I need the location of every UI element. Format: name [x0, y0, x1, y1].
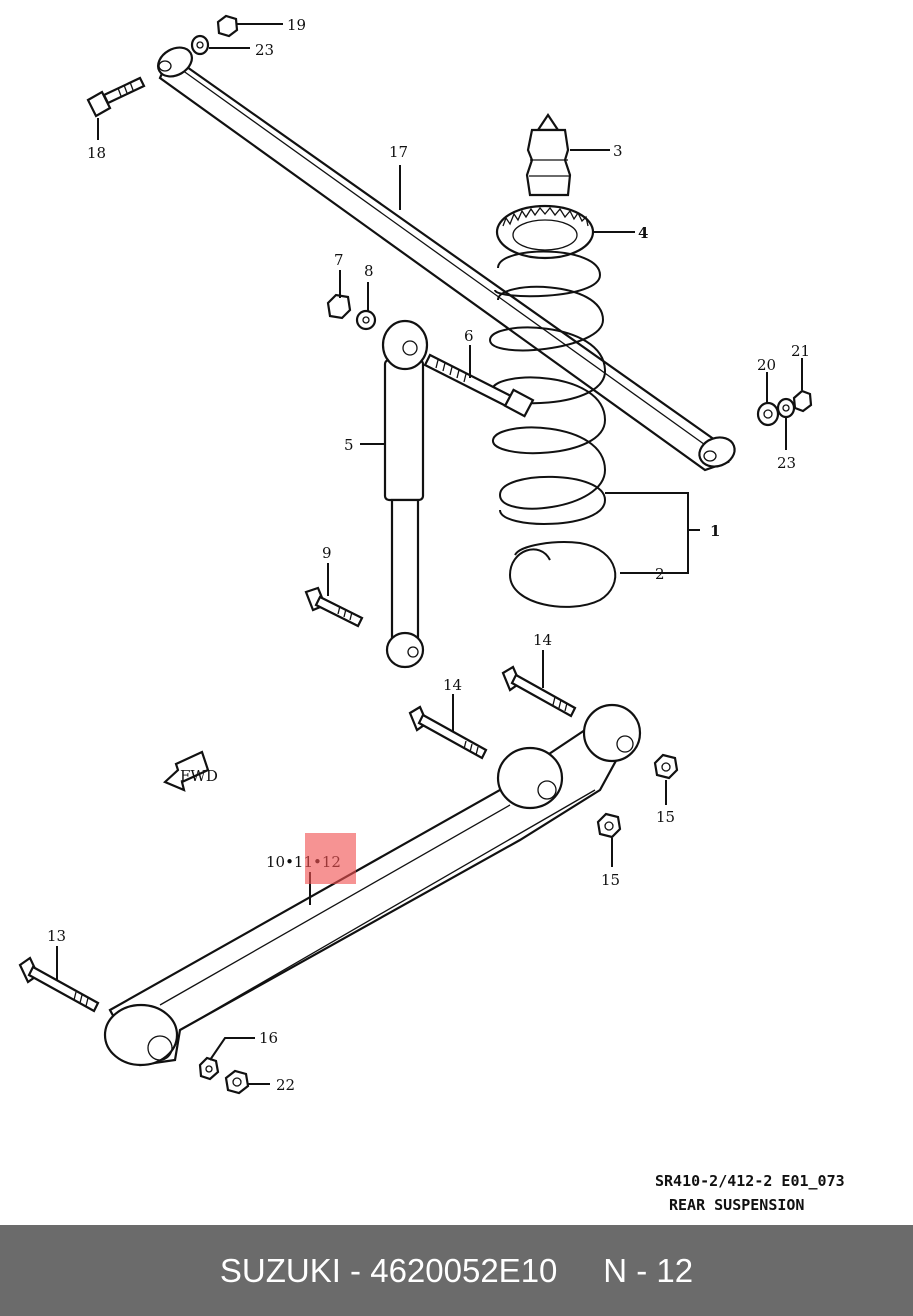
nut-21 [792, 389, 813, 413]
highlighted-part-marker [305, 833, 356, 884]
label-19: 19 [287, 16, 306, 34]
nut-22 [224, 1069, 250, 1095]
label-17: 17 [389, 143, 408, 161]
bump-stopper [525, 113, 572, 197]
washer-23-top [190, 34, 210, 56]
label-8: 8 [364, 262, 374, 280]
bolt-9 [304, 586, 364, 628]
nut-15-lower [596, 812, 622, 839]
label-14-upper: 14 [533, 631, 552, 649]
label-6: 6 [464, 327, 474, 345]
label-18: 18 [87, 144, 106, 162]
shock-absorber [381, 319, 429, 669]
label-22: 22 [276, 1076, 295, 1094]
bolt-14-upper [501, 665, 577, 718]
label-2: 2 [655, 565, 665, 583]
label-16: 16 [259, 1029, 278, 1047]
lateral-rod [157, 46, 736, 472]
bolt-18 [86, 76, 146, 118]
bolt-6 [423, 353, 535, 418]
nut-7 [326, 293, 352, 320]
trailing-arm [103, 703, 642, 1067]
washer-23-right [776, 397, 796, 419]
bolt-13 [18, 956, 100, 1013]
section-title: REAR SUSPENSION [669, 1196, 804, 1214]
label-1: 1 [710, 522, 720, 540]
coil-spring [488, 250, 607, 525]
footer-bar: SUZUKI - 4620052E10 N - 12 [0, 1225, 913, 1316]
footer-text: SUZUKI - 4620052E10 N - 12 [219, 1251, 694, 1289]
label-13: 13 [47, 927, 66, 945]
label-15-lower: 15 [601, 871, 620, 889]
label-14-lower: 14 [443, 676, 462, 694]
label-20: 20 [757, 356, 776, 374]
washer-20 [756, 401, 780, 427]
forward-arrow-icon: FWD [162, 750, 218, 792]
label-21: 21 [791, 342, 810, 360]
rear-suspension-diagram: FWD 19 23 18 17 3 4 7 8 6 5 20 21 23 1 [18, 14, 845, 1214]
nut-19 [216, 14, 239, 38]
label-23-right: 23 [777, 454, 796, 472]
spring-seat [495, 204, 595, 260]
nut-15-upper [653, 753, 679, 780]
nut-16 [198, 1056, 220, 1081]
label-7: 7 [334, 251, 344, 269]
leader-lines [56, 23, 803, 1085]
label-5: 5 [344, 436, 354, 454]
spring-lower-seat [508, 541, 617, 608]
label-3: 3 [613, 142, 623, 160]
label-15-upper: 15 [656, 808, 675, 826]
label-23-top: 23 [255, 41, 274, 59]
label-9: 9 [322, 544, 332, 562]
reference-code: SR410-2/412-2 E01_073 [655, 1172, 845, 1190]
washer-8 [355, 309, 377, 331]
bolt-14-lower [408, 705, 488, 760]
label-4: 4 [638, 224, 648, 242]
fwd-label: FWD [180, 767, 218, 785]
